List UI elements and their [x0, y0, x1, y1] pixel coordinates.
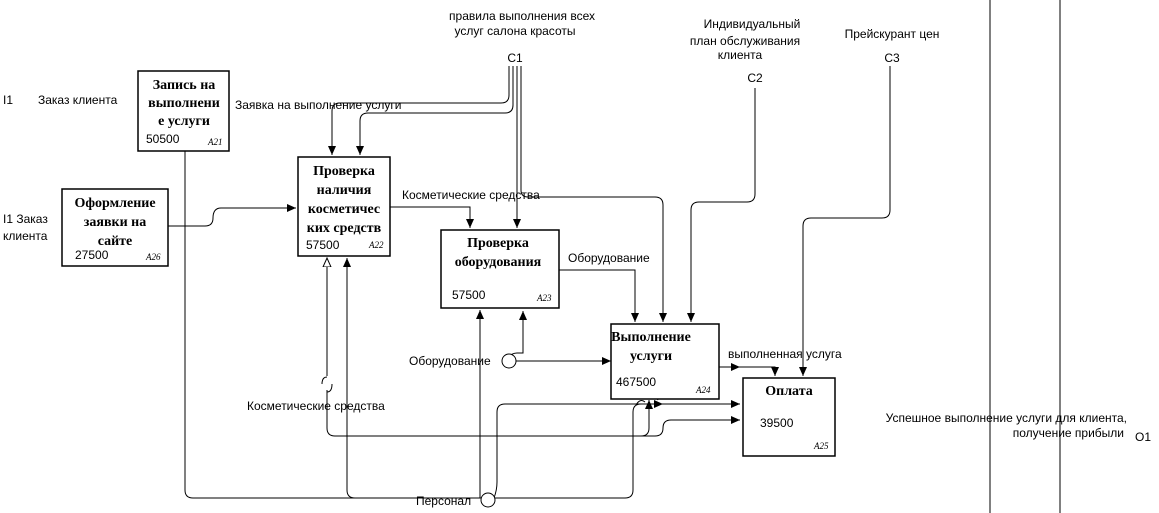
arrow-personal-mech: [181, 134, 740, 508]
svg-text:C3: C3: [884, 51, 900, 65]
label-oborud-top: Оборудование: [568, 251, 650, 265]
label-oborud-mech: Оборудование: [409, 354, 491, 368]
svg-text:наличия: наличия: [317, 183, 372, 198]
svg-text:Успешное выполнение услуги для: Успешное выполнение услуги для клиента,: [886, 411, 1127, 425]
svg-text:услуг салона красоты: услуг салона красоты: [455, 24, 576, 38]
svg-text:A26: A26: [145, 252, 161, 262]
arrow-c1: [328, 66, 667, 322]
label-i1-top-code: I1: [3, 93, 13, 107]
svg-text:A23: A23: [536, 293, 552, 303]
label-personal: Персонал: [416, 494, 471, 508]
svg-text:косметичес: косметичес: [308, 202, 380, 217]
label-c1: правила выполнения всех услуг салона кра…: [449, 9, 595, 65]
box-a24[interactable]: Выполнение услуги 467500 A24: [610, 323, 720, 400]
svg-text:Прейскурант цен: Прейскурант цен: [845, 27, 940, 41]
arrow-c2: [687, 88, 756, 322]
svg-text:Запись на: Запись на: [153, 78, 216, 93]
label-i1-side-2: клиента: [3, 229, 48, 243]
svg-text:Проверка: Проверка: [313, 164, 375, 179]
arrow-a26-to-a22: [168, 204, 296, 227]
svg-text:C1: C1: [507, 51, 523, 65]
svg-text:сайте: сайте: [98, 234, 133, 249]
svg-text:получение прибыли: получение прибыли: [1013, 426, 1124, 440]
arrow-kosm-mech: [321, 258, 740, 437]
svg-text:Проверка: Проверка: [467, 236, 529, 251]
box-a21[interactable]: Запись на выполнени е услуги 50500 A21: [137, 70, 230, 152]
svg-text:Индивидуальный: Индивидуальный: [704, 17, 801, 31]
svg-text:заявки на: заявки на: [84, 215, 146, 230]
label-c3: Прейскурант цен C3: [845, 27, 940, 65]
arrow-oborud-mech: [501, 311, 611, 369]
box-a26[interactable]: Оформление заявки на сайте 27500 A26: [61, 188, 169, 267]
label-i1-side-1: I1 Заказ: [3, 212, 48, 226]
svg-text:клиента: клиента: [718, 48, 763, 62]
arrow-oborud-output: [559, 269, 639, 322]
svg-text:е услуги: е услуги: [158, 114, 210, 129]
label-output: Успешное выполнение услуги для клиента, …: [886, 411, 1152, 444]
svg-text:выполнени: выполнени: [148, 96, 220, 111]
svg-text:A22: A22: [368, 240, 384, 250]
arrow-c3: [799, 66, 891, 376]
svg-text:A24: A24: [695, 385, 711, 395]
svg-text:Оформление: Оформление: [74, 196, 155, 211]
svg-text:O1: O1: [1135, 430, 1151, 444]
svg-text:57500: 57500: [452, 288, 486, 302]
label-kosm-top: Косметические средства: [402, 188, 540, 202]
svg-text:C2: C2: [747, 71, 763, 85]
svg-text:правила выполнения всех: правила выполнения всех: [449, 9, 595, 23]
svg-text:ких средств: ких средств: [307, 221, 382, 236]
svg-text:услуги: услуги: [630, 349, 672, 364]
svg-text:Выполнение: Выполнение: [611, 330, 691, 345]
svg-text:A21: A21: [207, 137, 223, 147]
box-a25[interactable]: Оплата 39500 A25: [742, 377, 836, 457]
svg-text:27500: 27500: [75, 248, 109, 262]
svg-text:39500: 39500: [760, 416, 794, 430]
svg-text:57500: 57500: [306, 238, 340, 252]
label-c2: Индивидуальный план обслуживания клиента…: [690, 17, 800, 85]
svg-text:оборудования: оборудования: [455, 255, 542, 270]
label-i1-top-text: Заказ клиента: [38, 93, 118, 107]
box-a23[interactable]: Проверка оборудования 57500 A23: [440, 229, 560, 309]
svg-text:50500: 50500: [146, 132, 180, 146]
label-zayavka: Заявка на выполнение услуги: [235, 98, 401, 112]
label-kosm-mech: Косметические средства: [247, 399, 385, 413]
box-a22[interactable]: Проверка наличия косметичес ких средств …: [297, 156, 391, 257]
svg-text:план обслуживания: план обслуживания: [690, 34, 800, 48]
arrow-vypolnennaya-ctrl: [719, 366, 779, 376]
label-vypolnennaya: выполненная услуга: [728, 347, 842, 361]
arrow-kosm-output: [390, 206, 474, 228]
svg-text:467500: 467500: [616, 375, 656, 389]
svg-text:A25: A25: [813, 441, 829, 451]
svg-text:Оплата: Оплата: [765, 384, 813, 399]
